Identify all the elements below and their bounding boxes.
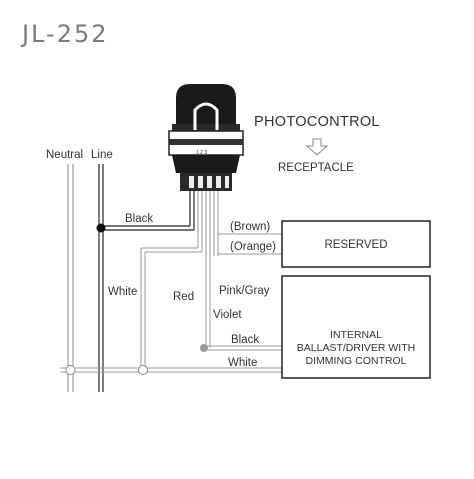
ballast-line-3: DIMMING CONTROL [306, 355, 407, 367]
wire-label-pink-gray: Pink/Gray [219, 285, 270, 297]
wire-label-black-top: Black [125, 213, 153, 225]
red-wire [205, 191, 211, 348]
neutral-label: Neutral [46, 149, 83, 161]
brown-orange-wires [213, 191, 282, 256]
wire-label-brown: (Brown) [230, 221, 270, 233]
photocontrol-device: 1 2 3 [168, 84, 244, 191]
white-junction-node [138, 365, 148, 375]
line-label: Line [91, 149, 113, 161]
receptacle-label: RECEPTACLE [278, 162, 354, 174]
wire-label-white-bottom: White [228, 357, 257, 369]
black-wire-bottom [204, 345, 282, 351]
neutral-junction-node [65, 365, 76, 375]
reserved-label: RESERVED [324, 239, 387, 251]
ballast-box: INTERNAL BALLAST/DRIVER WITH DIMMING CON… [281, 275, 431, 379]
photocontrol-label: PHOTOCONTROL [254, 114, 380, 130]
ballast-line-1: INTERNAL [330, 329, 382, 341]
ballast-line-2: BALLAST/DRIVER WITH [297, 342, 415, 354]
wire-label-orange: (Orange) [230, 241, 276, 253]
neutral-conductor [67, 164, 74, 392]
diagram-title: JL-252 [20, 20, 109, 48]
black-wire-top [103, 191, 195, 231]
line-conductor [98, 164, 104, 392]
white-wire-bottom [60, 367, 282, 373]
wire-label-white-left: White [108, 286, 137, 298]
wire-label-black-bottom: Black [231, 334, 259, 346]
device-mark: 1 2 3 [196, 150, 207, 156]
down-arrow-icon [305, 138, 329, 156]
wire-label-violet: Violet [213, 309, 242, 321]
line-junction-node [96, 223, 106, 233]
red-junction-node [200, 344, 208, 352]
reserved-box: RESERVED [281, 220, 431, 268]
white-wire-left [140, 191, 203, 370]
wire-label-red: Red [173, 291, 194, 303]
